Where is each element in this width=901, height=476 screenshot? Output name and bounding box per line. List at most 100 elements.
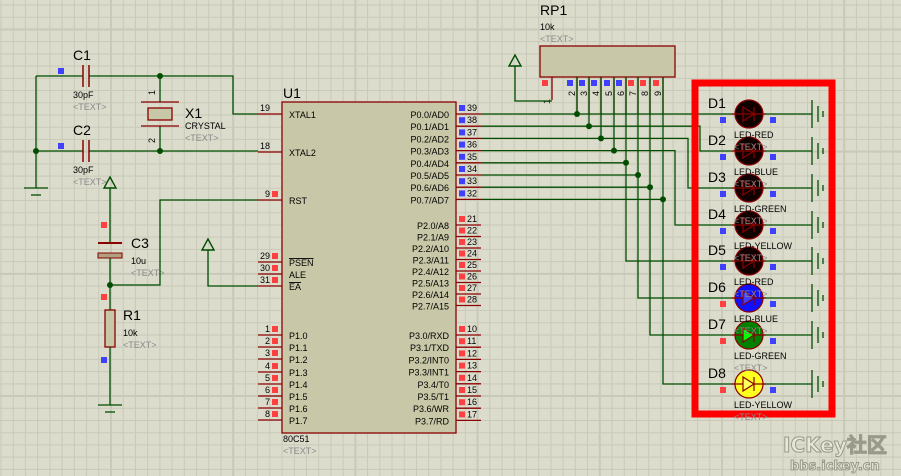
pin-state-marker [101, 294, 107, 300]
u1-pin-number: 31 [260, 275, 270, 285]
led-type: LED-GREEN [734, 204, 787, 214]
wire[interactable] [481, 137, 735, 189]
wire[interactable] [625, 162, 735, 262]
led-text-placeholder: <TEXT> [734, 253, 768, 263]
wire[interactable] [89, 75, 258, 115]
u1-pin-label: P1.7 [289, 416, 308, 426]
u1-pin-label: P1.3 [289, 368, 308, 378]
u1-pin-number: 33 [467, 176, 477, 186]
wire[interactable] [649, 187, 735, 336]
pin-state-marker [459, 117, 465, 124]
junction-dot [33, 148, 39, 154]
pin-state-marker [770, 154, 776, 160]
wire[interactable] [514, 66, 552, 102]
u1-pin-label: P3.1/TXD [410, 343, 450, 353]
rp1-pin-number: 5 [604, 91, 614, 96]
junction-dot [157, 148, 163, 154]
led-ref: D5 [708, 242, 726, 258]
wire[interactable] [207, 250, 258, 287]
pin-state-marker [770, 228, 776, 234]
junction-dot [157, 73, 163, 79]
x1-pin-number: 1 [147, 90, 157, 95]
led-text-placeholder: <TEXT> [734, 142, 768, 152]
pin-state-marker [272, 411, 278, 417]
u1-ref: U1 [283, 85, 301, 101]
u1-pin-label: P2.1/A9 [417, 233, 449, 243]
pin-state-marker [272, 363, 278, 369]
u1-pin-number: 38 [467, 115, 477, 125]
led-d2[interactable] [732, 136, 766, 166]
pin-state-marker [720, 338, 726, 344]
led-d6[interactable] [732, 283, 766, 313]
u1-pin-label: P1.5 [289, 392, 308, 402]
resistor-pack-rp1[interactable] [539, 45, 676, 78]
wire[interactable] [110, 199, 258, 286]
u1-pin-label: P0.4/AD4 [410, 159, 449, 169]
pin-state-marker [720, 228, 726, 234]
wire[interactable] [481, 149, 735, 226]
pin-state-marker [542, 80, 548, 86]
u1-pin-label: P1.0 [289, 331, 308, 341]
led-d5[interactable] [732, 246, 766, 276]
led-d8[interactable] [732, 369, 766, 399]
pin-state-marker [272, 265, 278, 271]
u1-pin-number: 29 [260, 251, 270, 261]
power-terminal-icon [200, 237, 216, 251]
u1-pin-label: PSEN [289, 258, 314, 268]
u1-pin-number: 39 [467, 103, 477, 113]
pin-state-marker [770, 387, 776, 393]
pin-state-marker [459, 296, 465, 303]
led-ref: D6 [708, 279, 726, 295]
led-d7[interactable] [732, 320, 766, 350]
r1-text-placeholder: <TEXT> [123, 340, 157, 350]
pin-state-marker [459, 178, 465, 185]
pin-state-marker [459, 190, 465, 197]
led-ref: D3 [708, 169, 726, 185]
u1-pin-label: P2.6/A14 [412, 290, 449, 300]
led-type: LED-BLUE [734, 314, 778, 324]
u1-pin-number: 37 [467, 127, 477, 137]
led-d1[interactable] [732, 99, 766, 129]
wire[interactable] [637, 175, 735, 299]
u1-pin-number: 27 [467, 283, 477, 293]
c3-value: 10u [131, 256, 146, 266]
u1-pin-number: 17 [467, 409, 477, 419]
diode-triangle-icon [742, 179, 756, 197]
pin-state-marker [720, 301, 726, 307]
wire[interactable] [662, 199, 735, 385]
u1-pin-number: 13 [467, 361, 477, 371]
power-terminal-icon [507, 53, 523, 67]
rp1-pin-number: 9 [653, 91, 663, 96]
u1-pin-label: P0.0/AD0 [410, 110, 449, 120]
u1-pin-number: 8 [265, 409, 270, 419]
u1-pin-number: 7 [265, 397, 270, 407]
u1-pin-label: XTAL1 [289, 110, 316, 120]
u1-pin-number: 6 [265, 385, 270, 395]
led-d3[interactable] [732, 173, 766, 203]
microcontroller-u1[interactable] [281, 101, 457, 434]
u1-pin-number: 25 [467, 260, 477, 270]
pin-state-marker [720, 117, 726, 123]
wire[interactable] [481, 125, 735, 152]
pin-state-marker [459, 411, 465, 418]
pin-state-marker [579, 80, 585, 86]
pin-state-marker [459, 129, 465, 136]
pin-state-marker [459, 250, 465, 257]
u1-pin-label: P0.1/AD1 [410, 122, 449, 132]
pin-state-marker [272, 253, 278, 259]
resistor-r1[interactable] [104, 309, 116, 348]
rp1-pin-number: 2 [567, 91, 577, 96]
led-d4[interactable] [732, 210, 766, 240]
u1-pin-number: 3 [265, 348, 270, 358]
x1-value: CRYSTAL [185, 121, 226, 131]
pin-state-marker [770, 264, 776, 270]
pin-state-marker [459, 326, 465, 332]
pin-state-marker [770, 338, 776, 344]
u1-pin-label: EA [289, 282, 301, 292]
u1-pin-number: 22 [467, 226, 477, 236]
x1-text-placeholder: <TEXT> [185, 133, 219, 143]
pin-state-marker [567, 80, 573, 86]
crystal-x1[interactable] [147, 107, 173, 121]
